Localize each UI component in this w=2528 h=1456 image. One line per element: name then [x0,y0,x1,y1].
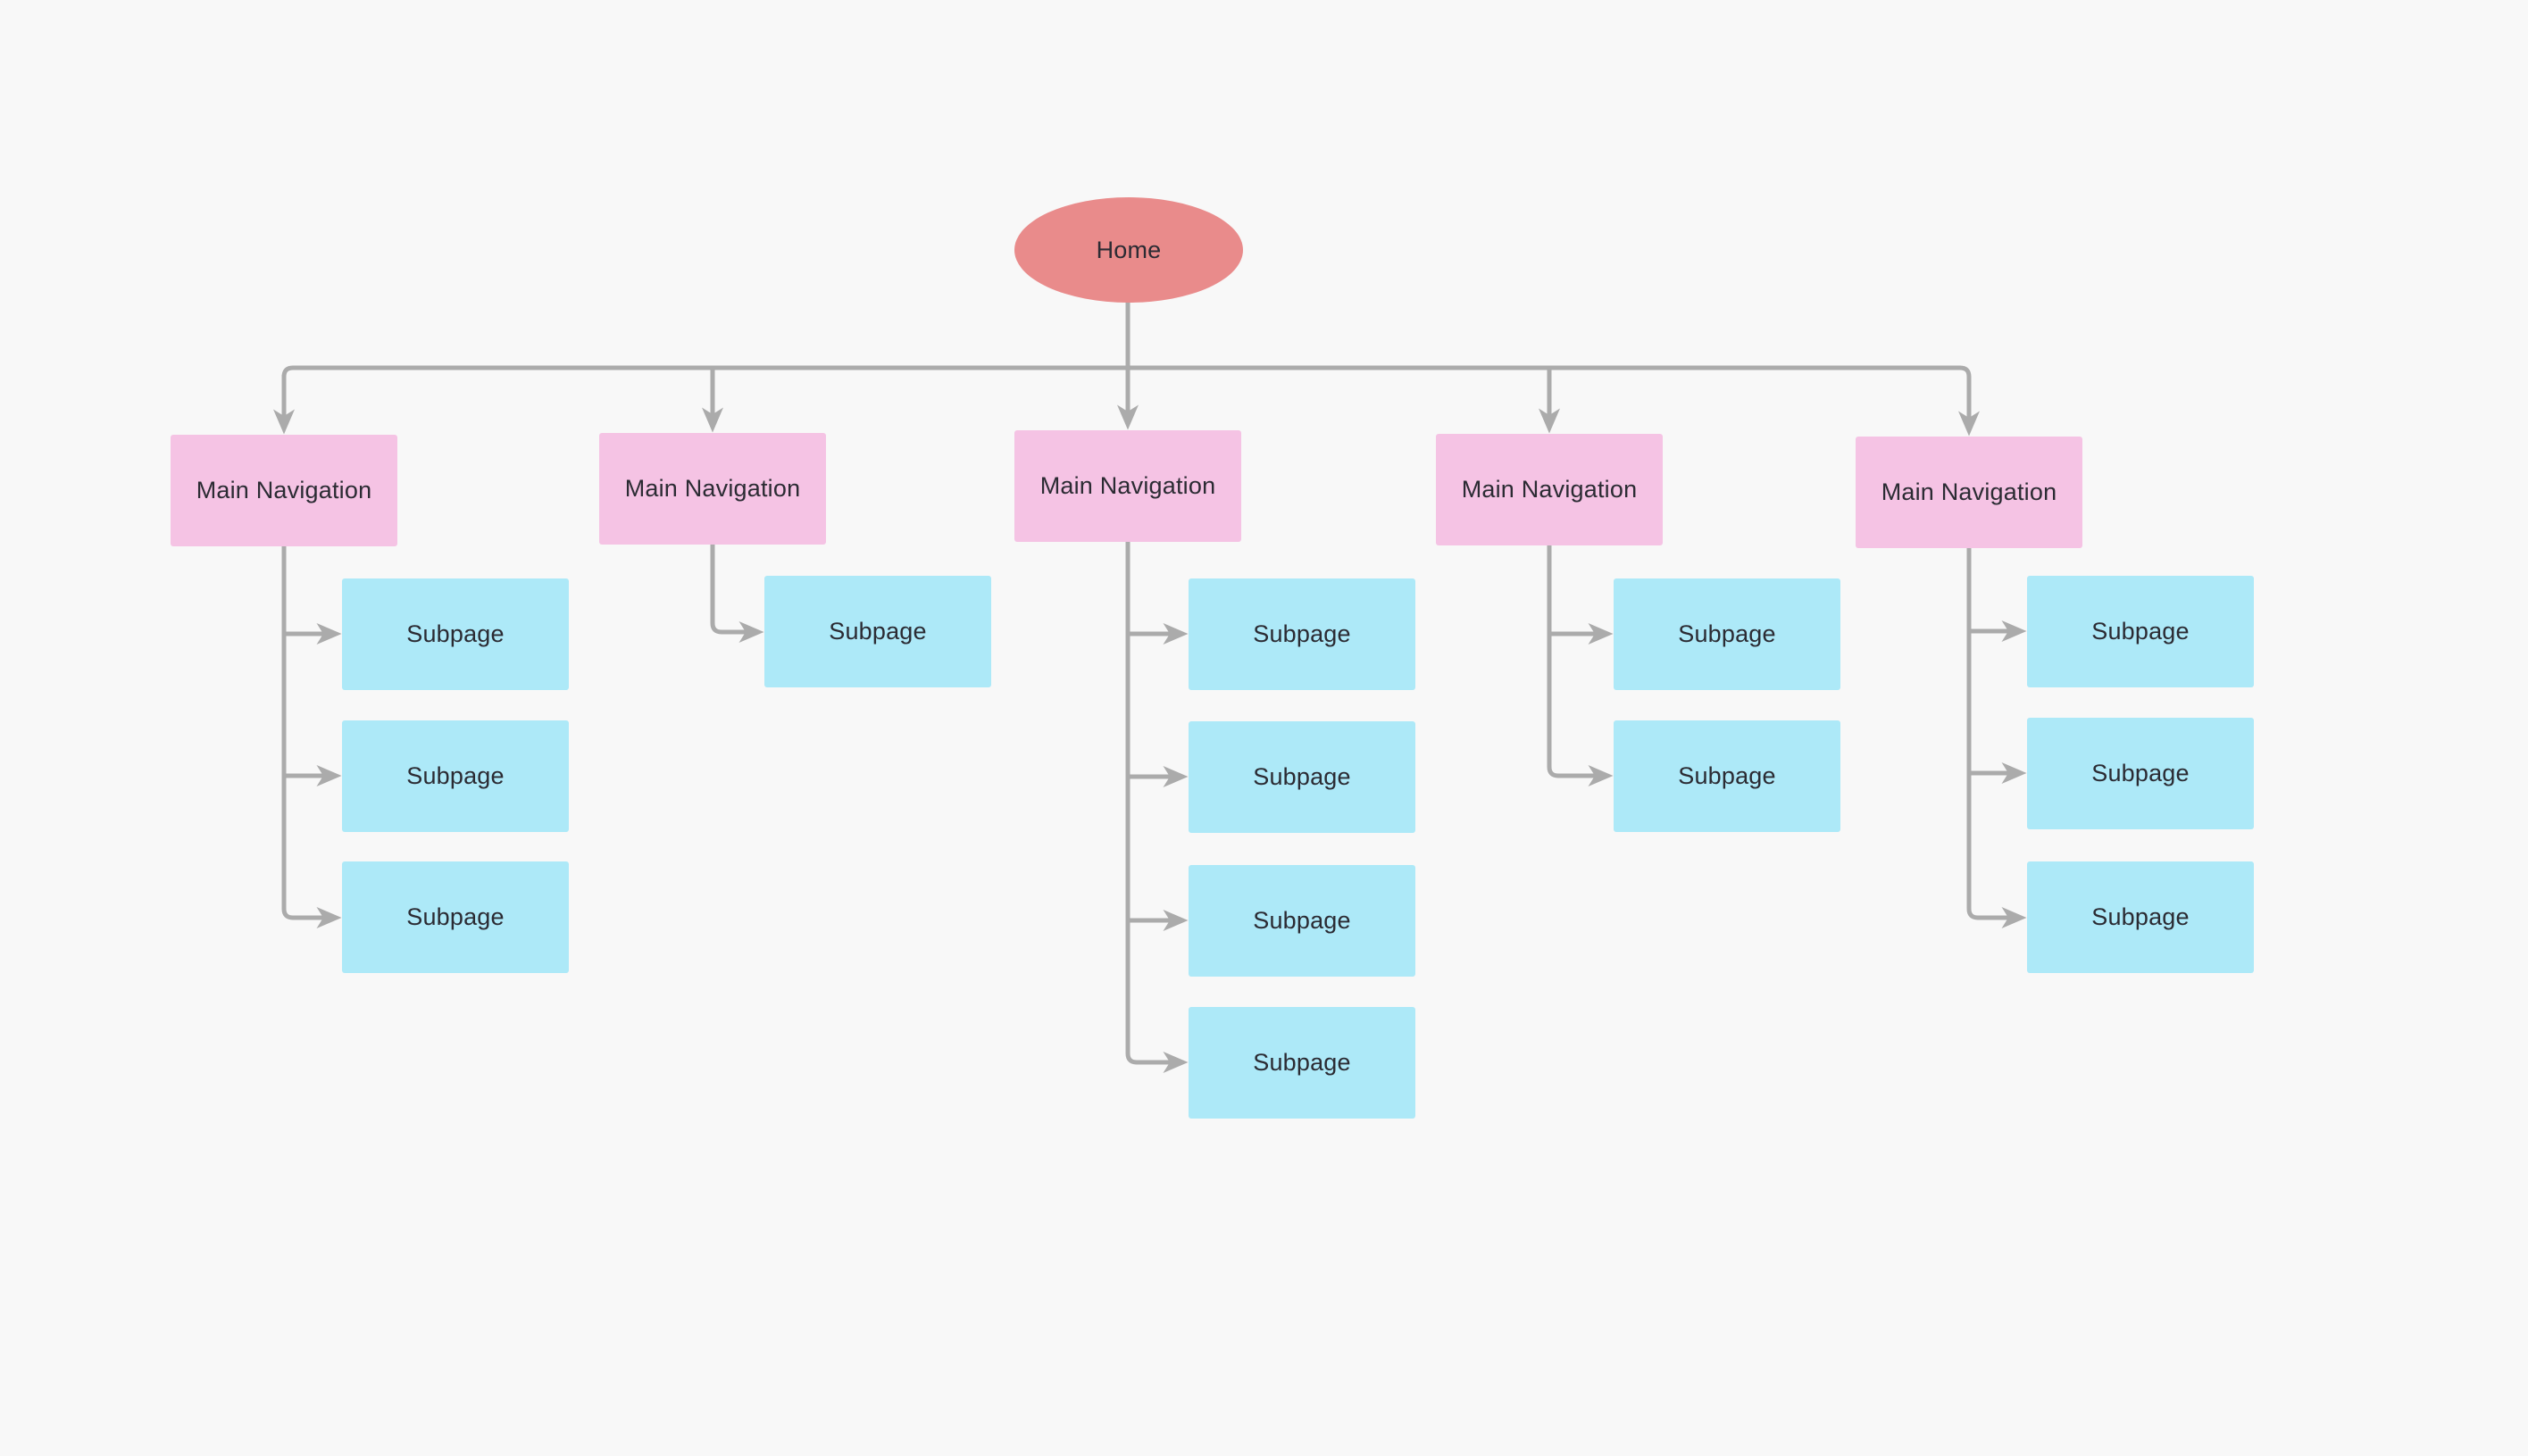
home-node[interactable]: Home [1014,197,1243,303]
subpage-label: Subpage [2091,618,2190,645]
main-nav-label: Main Navigation [1461,476,1638,503]
subpage-label: Subpage [1678,620,1776,647]
main-nav-node-4[interactable]: Main Navigation [1436,434,1663,545]
connector-branch-4-drop [1547,545,1614,786]
subpage-node-2-1[interactable]: Subpage [764,576,991,687]
subpage-label: Subpage [2091,760,2190,786]
connector-branch-2-drop [710,545,764,643]
main-nav-node-5[interactable]: Main Navigation [1856,437,2082,548]
subpage-label: Subpage [1253,907,1351,934]
subpage-node-4-2[interactable]: Subpage [1614,720,1840,832]
subpage-node-1-3[interactable]: Subpage [342,861,569,973]
main-nav-node-1[interactable]: Main Navigation [171,435,397,546]
subpage-label: Subpage [1253,620,1351,647]
main-nav-label: Main Navigation [624,475,801,502]
subpage-label: Subpage [829,618,927,645]
subpage-label: Subpage [1678,762,1776,789]
subpage-label: Subpage [2091,903,2190,930]
subpage-node-1-1[interactable]: Subpage [342,578,569,690]
subpage-node-5-1[interactable]: Subpage [2027,576,2254,687]
subpage-node-1-2[interactable]: Subpage [342,720,569,832]
connector-branch-3-drop [1125,542,1189,1073]
main-nav-label: Main Navigation [1039,472,1216,499]
subpage-label: Subpage [406,903,505,930]
main-nav-node-3[interactable]: Main Navigation [1014,430,1241,542]
main-nav-node-2[interactable]: Main Navigation [599,433,826,545]
subpage-label: Subpage [406,620,505,647]
connector-branch-5-drop [1966,548,2027,928]
connector-branch-1-drop [281,546,342,928]
main-nav-label: Main Navigation [1881,478,2057,505]
subpage-label: Subpage [406,762,505,789]
subpage-node-3-2[interactable]: Subpage [1189,721,1415,833]
subpage-node-3-4[interactable]: Subpage [1189,1007,1415,1119]
subpage-node-3-1[interactable]: Subpage [1189,578,1415,690]
subpage-node-4-1[interactable]: Subpage [1614,578,1840,690]
subpage-node-3-3[interactable]: Subpage [1189,865,1415,977]
subpage-label: Subpage [1253,763,1351,790]
subpage-node-5-3[interactable]: Subpage [2027,861,2254,973]
main-nav-label: Main Navigation [196,477,372,503]
subpage-label: Subpage [1253,1049,1351,1076]
connector-bus [281,365,1980,437]
home-label: Home [1096,236,1162,263]
subpage-node-5-2[interactable]: Subpage [2027,718,2254,829]
